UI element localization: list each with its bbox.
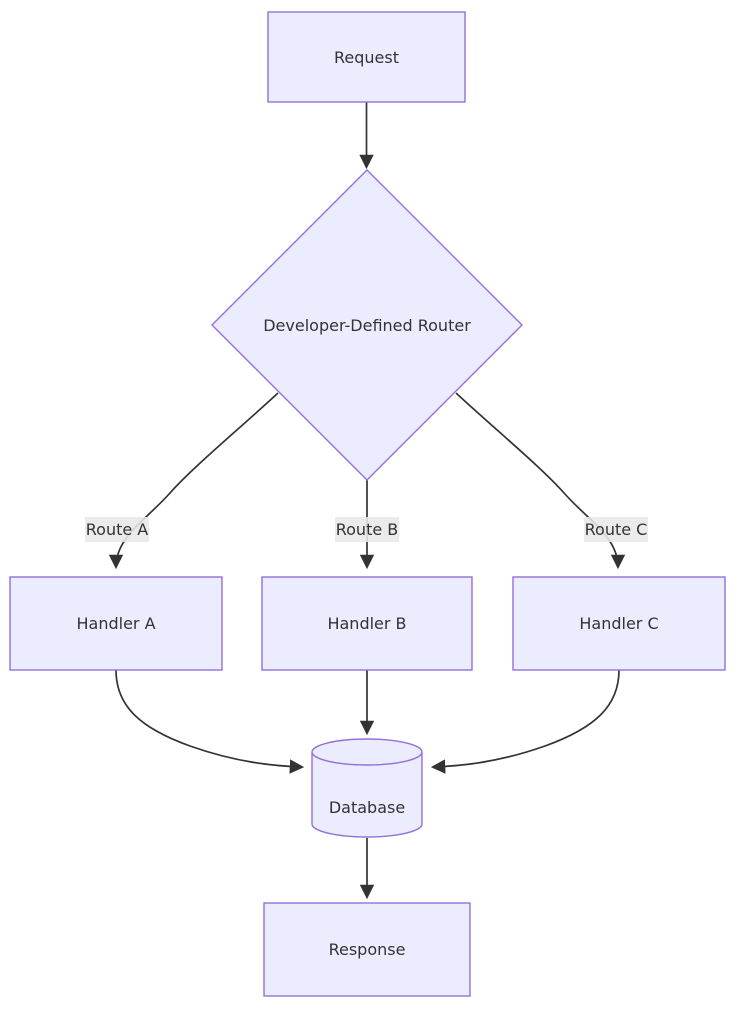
node-handler-a-label: Handler A xyxy=(76,614,155,633)
edge-label-route-a-bg xyxy=(85,517,149,542)
node-handler-c-label: Handler C xyxy=(579,614,658,633)
edge-label-route-b: Route B xyxy=(335,517,399,542)
node-router-shape xyxy=(211,169,523,481)
node-handler-b-shape xyxy=(261,576,473,671)
node-database: Database xyxy=(311,738,423,838)
node-request: Request xyxy=(267,11,466,103)
node-handler-b: Handler B xyxy=(261,576,473,671)
edge-label-route-c-bg xyxy=(584,517,648,542)
node-router-label: Developer-Defined Router xyxy=(263,316,471,335)
node-database-top xyxy=(311,738,423,766)
node-handler-c: Handler C xyxy=(512,576,726,671)
node-database-label: Database xyxy=(329,798,405,817)
edge-label-route-a: Route A xyxy=(85,517,149,542)
node-database-body xyxy=(311,752,423,838)
node-response-label: Response xyxy=(329,940,406,959)
edge-handler-a-to-database xyxy=(115,669,305,774)
node-response-shape xyxy=(263,902,471,997)
node-handler-a: Handler A xyxy=(9,576,223,671)
node-response: Response xyxy=(263,902,471,997)
node-handler-c-shape xyxy=(512,576,726,671)
node-request-shape xyxy=(267,11,466,103)
node-handler-b-label: Handler B xyxy=(327,614,406,633)
edge-label-route-c-text: Route C xyxy=(585,520,648,539)
edge-label-route-c: Route C xyxy=(584,517,648,542)
edge-label-route-a-text: Route A xyxy=(86,520,149,539)
node-router: Developer-Defined Router xyxy=(211,169,523,481)
node-handler-a-shape xyxy=(9,576,223,671)
node-request-label: Request xyxy=(334,48,399,67)
nodes-layer: Request Developer-Defined Router Handler… xyxy=(9,11,726,997)
edge-label-route-b-text: Route B xyxy=(336,520,399,539)
edge-handler-c-to-database xyxy=(430,669,620,774)
edge-labels-layer: Route A Route B Route C xyxy=(85,517,648,542)
edge-label-route-b-bg xyxy=(335,517,399,542)
